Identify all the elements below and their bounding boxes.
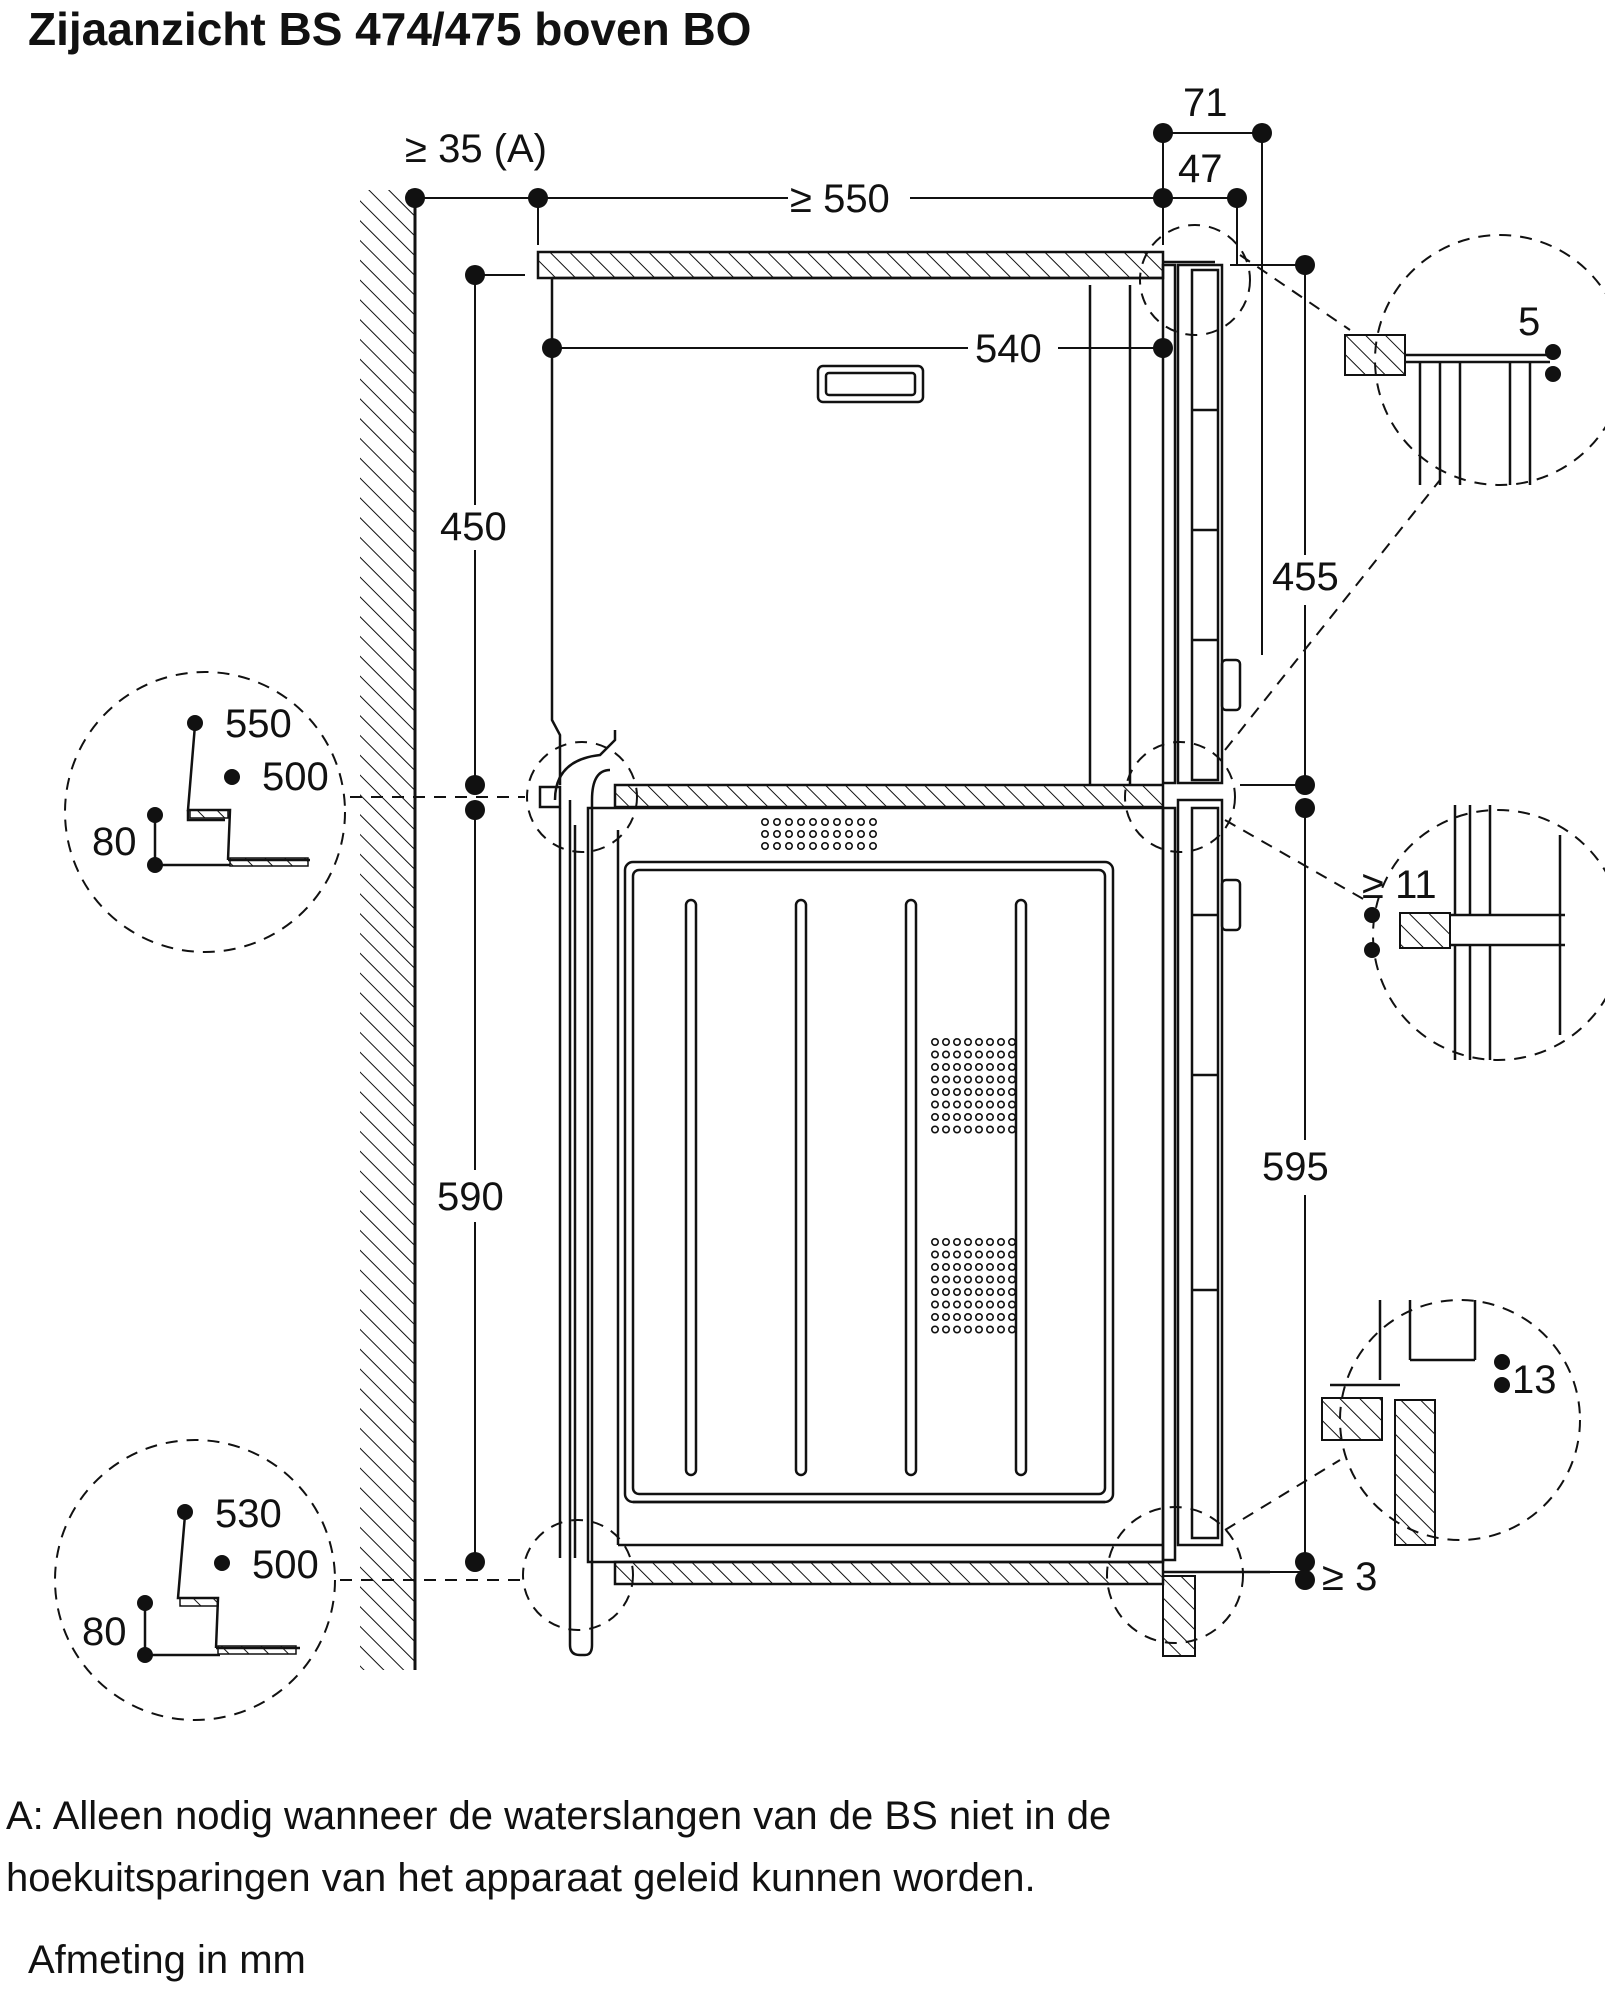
middle-shelf <box>613 783 1165 809</box>
dim-lower-height: 590 <box>437 1175 504 1219</box>
detail-upper-left <box>64 671 346 953</box>
dim-unit-depth: 540 <box>975 327 1042 371</box>
dimension-lines <box>415 132 1306 1573</box>
footnote: A: Alleen nodig wanneer de waterslangen … <box>6 1785 1596 1909</box>
detail-middle-right <box>1364 805 1605 1061</box>
upper-appliance <box>550 276 1163 785</box>
footnote-line-1: A: Alleen nodig wanneer de waterslangen … <box>6 1794 1112 1838</box>
dim-gap-bottom: ≥ 3 <box>1322 1555 1377 1599</box>
detail-bottom-right <box>1321 1299 1581 1546</box>
vent-perforation <box>760 817 1016 1334</box>
upper-front-panel <box>1161 260 1242 785</box>
footnote-line-2: hoekuitsparingen van het apparaat geleid… <box>6 1856 1036 1900</box>
detail-upper-left-550: 550 <box>225 702 292 746</box>
dim-gap-mid: ≥ 11 <box>1362 863 1437 907</box>
dim-upper-front: 455 <box>1272 555 1339 599</box>
dim-niche-depth: ≥ 550 <box>790 177 890 221</box>
wall <box>360 190 417 1670</box>
lower-front-panel <box>1161 798 1270 1574</box>
plinth <box>1162 1575 1196 1657</box>
installation-diagram: ≥ 35 (A) ≥ 550 540 71 47 450 455 590 595… <box>54 81 1605 1721</box>
bottom-shelf <box>613 1560 1165 1586</box>
dim-gap-low: 13 <box>1512 1358 1557 1402</box>
unit-note: Afmeting in mm <box>28 1938 306 1982</box>
dim-47: 47 <box>1178 147 1223 191</box>
callout-markers <box>340 224 1441 1644</box>
dim-gap-top: 5 <box>1518 300 1540 344</box>
detail-lower-left-500: 500 <box>252 1543 319 1587</box>
detail-lower-left-530: 530 <box>215 1492 282 1536</box>
detail-upper-left-500: 500 <box>262 755 329 799</box>
dim-71: 71 <box>1183 81 1228 125</box>
water-hose <box>538 730 617 1657</box>
detail-upper-left-80: 80 <box>92 820 137 864</box>
top-shelf <box>536 250 1165 280</box>
dim-clearance-a: ≥ 35 (A) <box>405 127 547 171</box>
dim-lower-front: 595 <box>1262 1145 1329 1189</box>
lower-appliance <box>558 806 1165 1564</box>
page-title: Zijaanzicht BS 474/475 boven BO <box>28 3 752 55</box>
detail-lower-left-80: 80 <box>82 1610 127 1654</box>
detail-lower-left <box>54 1439 336 1721</box>
dimension-dots <box>405 123 1315 1590</box>
detail-top-right <box>1344 234 1605 486</box>
dim-upper-height: 450 <box>440 505 507 549</box>
